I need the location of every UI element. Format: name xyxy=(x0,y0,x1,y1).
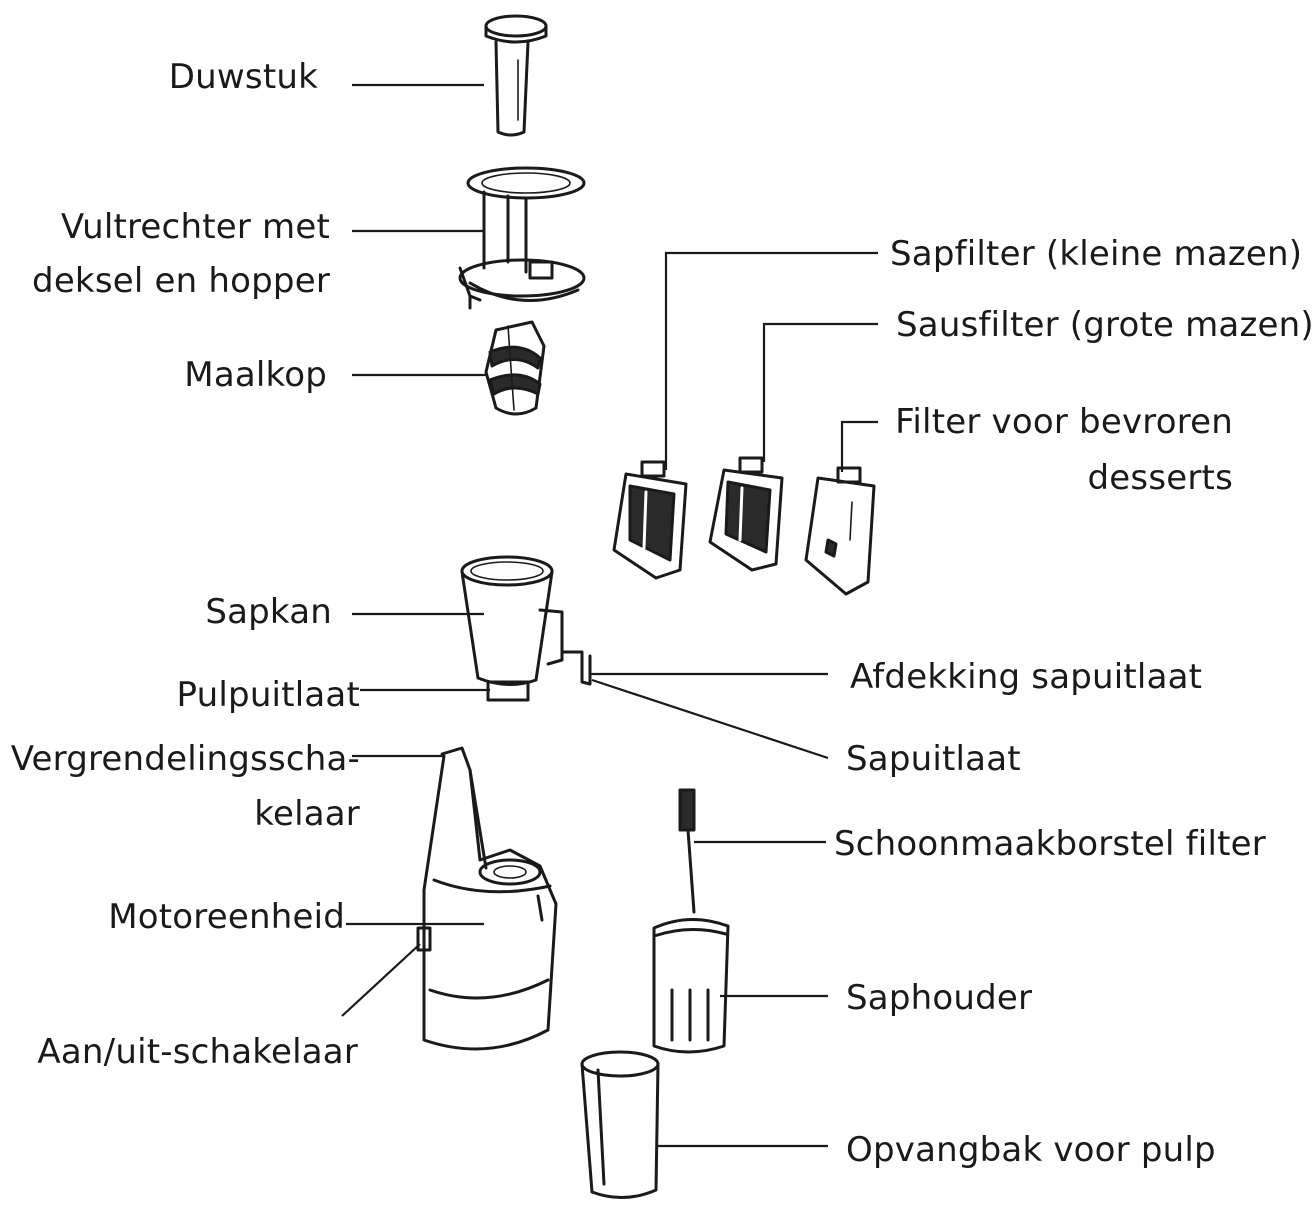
label-maalkop: Maalkop xyxy=(184,355,327,395)
label-schoonmaakborstel: Schoonmaakborstel filter xyxy=(834,824,1266,864)
label-vergrendeling-line1: Vergrendelingsscha- xyxy=(10,739,360,779)
label-bevroren-line1: Filter voor bevroren xyxy=(895,402,1233,442)
motor-unit-drawing xyxy=(416,746,558,1051)
feed-chute-drawing xyxy=(458,166,586,310)
brush-drawing xyxy=(678,788,696,914)
coarse-filter-drawing xyxy=(708,456,784,572)
label-sapfilter: Sapfilter (kleine mazen) xyxy=(890,234,1303,274)
label-vultrechter-line2: deksel en hopper xyxy=(32,261,330,301)
label-vergrendeling-line2: kelaar xyxy=(254,794,360,834)
label-motoreenheid: Motoreenheid xyxy=(108,897,345,937)
frozen-dessert-filter-drawing xyxy=(804,466,876,596)
label-opvangbak: Opvangbak voor pulp xyxy=(846,1130,1216,1170)
label-pulpuitlaat: Pulpuitlaat xyxy=(176,675,360,715)
label-sausfilter: Sausfilter (grote mazen) xyxy=(896,305,1314,345)
pusher-drawing xyxy=(484,14,548,137)
auger-drawing xyxy=(484,320,546,416)
juice-container-drawing xyxy=(652,917,730,1054)
label-afdekking-sapuitlaat: Afdekking sapuitlaat xyxy=(850,657,1203,697)
juicing-bowl-drawing xyxy=(460,555,592,702)
label-aan-uit-schakelaar: Aan/uit-schakelaar xyxy=(37,1032,358,1072)
leader-lines xyxy=(341,83,878,1148)
label-duwstuk: Duwstuk xyxy=(168,57,318,97)
label-sapkan: Sapkan xyxy=(205,592,332,632)
fine-filter-drawing xyxy=(612,460,688,580)
label-sapuitlaat: Sapuitlaat xyxy=(846,739,1021,779)
label-vultrechter-line1: Vultrechter met xyxy=(60,207,330,247)
label-bevroren-line2: desserts xyxy=(1087,458,1233,498)
label-saphouder: Saphouder xyxy=(846,978,1033,1018)
pulp-container-drawing xyxy=(580,1050,660,1200)
